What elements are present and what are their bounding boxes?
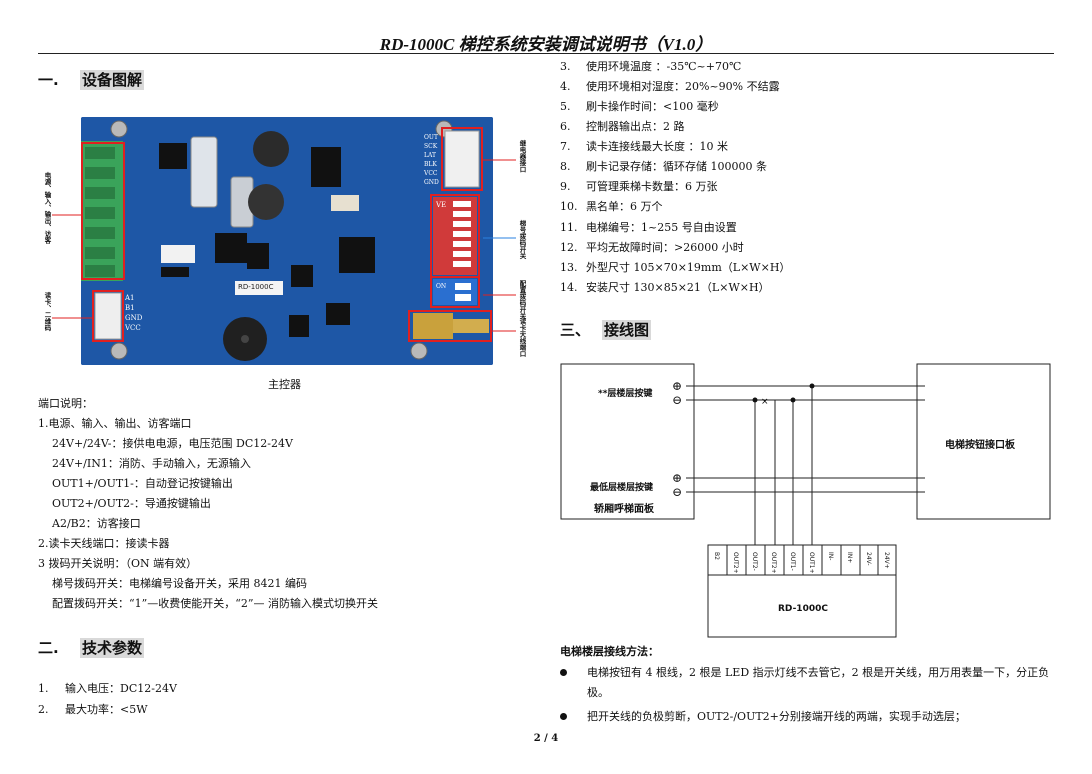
port-item-7: 2.读卡天线端口：接读卡器: [38, 537, 170, 550]
board-photo: A1 B1 GND VCC OUT SCK LAT BLK VCC GND RD…: [81, 117, 493, 365]
pin-gnd-right: GND: [424, 179, 439, 186]
controller-label: RD-1000C: [778, 604, 828, 614]
section-2-number: 二.: [38, 639, 59, 657]
label-power-io: 电源、输入、输出、访客: [43, 172, 51, 244]
port-item-1: 1.电源、输入、输出、访客端口: [38, 417, 192, 430]
port-item-8: 3 拨码开关说明：（ON 端有效）: [38, 557, 198, 570]
wiring-bullet-2-text: 把开关线的负极剪断，OUT2-/OUT2+分别接端开线的两端，实现手动选层；: [587, 710, 966, 723]
spec-row: 3.使用环境温度 ：-35℃~+70℃: [560, 60, 742, 73]
top-plus-symbol: ⊕: [672, 379, 683, 393]
page-number: 2 / 4: [533, 733, 559, 744]
port-item-4: OUT1+/OUT1-：自动登记按键输出: [52, 477, 233, 490]
section-1-number: 一.: [38, 71, 59, 89]
label-relay: 继电器接口: [518, 140, 526, 173]
bullet-icon: [560, 669, 567, 676]
port-item-2: 24V+/24V-：接供电电源，电压范围 DC12-24V: [52, 437, 293, 450]
spec-row: 8.刷卡记录存储：循环存储 100000 条: [560, 160, 767, 173]
pin-vcc-right: VCC: [424, 170, 438, 177]
wiring-heading: 电梯楼层接线方法：: [560, 645, 659, 658]
section-1-title: 设备图解: [80, 70, 145, 90]
top-floor-button-label: **层楼层按键: [598, 389, 653, 399]
port-item-5: OUT2+/OUT2-：导通按键输出: [52, 497, 211, 510]
bottom-plus-symbol: ⊕: [672, 471, 683, 485]
label-antenna: 读卡天线端口: [518, 318, 526, 357]
pin-out: OUT: [424, 134, 438, 141]
port-item-9: 梯号拨码开关：电梯编号设备开关，采用 8421 编码: [52, 577, 307, 590]
terminal-label: B2: [713, 552, 720, 560]
section-2-title: 技术参数: [80, 638, 145, 658]
terminal-label: 24V+: [883, 552, 890, 569]
section-3-heading: 三、接线图: [560, 319, 652, 340]
wiring-bullet-1-text: 电梯按钮有 4 根线，2 根是 LED 指示灯线不去管它，2 根是开关线，用万用…: [587, 666, 1050, 699]
ports-heading: 端口说明：: [38, 397, 93, 410]
top-minus-symbol: ⊖: [672, 393, 683, 407]
section-1-heading: 一. 设备图解: [38, 69, 145, 90]
spec-row: 6.控制器输出点：2 路: [560, 120, 685, 133]
panel-name: 轿厢呼梯面板: [594, 504, 654, 515]
section-3-title: 接线图: [602, 320, 652, 340]
svg-text:×: ×: [761, 397, 769, 407]
terminal-label: IN-: [827, 552, 834, 561]
pin-b1: B1: [125, 304, 135, 312]
spec-row: 2.最大功率：<5W: [38, 703, 148, 716]
bullet-icon: [560, 713, 567, 720]
terminal-label: IN+: [846, 552, 853, 564]
board-illustration: [81, 117, 493, 365]
pin-lat: LAT: [424, 152, 436, 159]
pin-a1: A1: [125, 294, 135, 302]
board-model-label: RD-1000C: [238, 283, 274, 291]
bottom-floor-button-label: 最低层楼层按键: [590, 483, 654, 493]
page-title: RD-1000C 梯控系统安装调试说明书（V1.0）: [379, 35, 713, 54]
pin-vcc: VCC: [125, 324, 141, 332]
pin-sck: SCK: [424, 143, 438, 150]
board-caption: 主控器: [268, 378, 301, 391]
spec-row: 13.外型尺寸 105×70×19mm（L×W×H）: [560, 261, 791, 274]
terminal-label: OUT2+: [770, 552, 777, 574]
terminal-label: OUT1-: [789, 552, 796, 571]
right-box-label: 电梯按钮接口板: [945, 440, 1015, 451]
spec-row: 5.刷卡操作时间：<100 毫秒: [560, 100, 719, 113]
spec-row: 9.可管理乘梯卡数量：6 万张: [560, 180, 718, 193]
section-2-heading: 二. 技术参数: [38, 637, 145, 658]
terminal-label: OUT2-: [751, 552, 758, 571]
terminal-label: 24V-: [865, 552, 872, 566]
spec-row: 11.电梯编号：1~255 号自由设置: [560, 221, 737, 234]
spec-row: 1.输入电压：DC12-24V: [38, 682, 177, 695]
port-item-10: 配置拨码开关：“1”—收费使能开关，“2”— 消防输入模式切换开关: [52, 597, 378, 610]
spec-row: 14.安装尺寸 130×85×21（L×W×H）: [560, 281, 770, 294]
label-reader: 读卡、二维码: [43, 292, 51, 331]
port-item-3: 24V+/IN1：消防、手动输入，无源输入: [52, 457, 251, 470]
terminal-label: OUT1+: [808, 552, 815, 574]
bottom-minus-symbol: ⊖: [672, 485, 683, 499]
port-item-6: A2/B2：访客接口: [52, 517, 141, 530]
pin-blk: BLK: [424, 161, 437, 168]
section-3-number: 三、: [560, 321, 591, 339]
header-rule: [38, 53, 1054, 54]
label-elevator-dip: 梯号拨码开关: [518, 220, 526, 259]
spec-row: 7.读卡连接线最大长度 ：10 米: [560, 140, 728, 153]
label-config-dip: 配置拨码开关: [518, 280, 526, 319]
spec-row: 12.平均无故障时间：>26000 小时: [560, 241, 744, 254]
dip-top-label: VE: [436, 201, 447, 209]
spec-row: 4.使用环境相对湿度：20%~90% 不结露: [560, 80, 780, 93]
terminal-label: OUT2+: [732, 552, 739, 574]
pin-gnd: GND: [125, 314, 143, 322]
dip-on-label: ON: [436, 283, 447, 290]
spec-row: 10.黑名单：6 万个: [560, 200, 663, 213]
